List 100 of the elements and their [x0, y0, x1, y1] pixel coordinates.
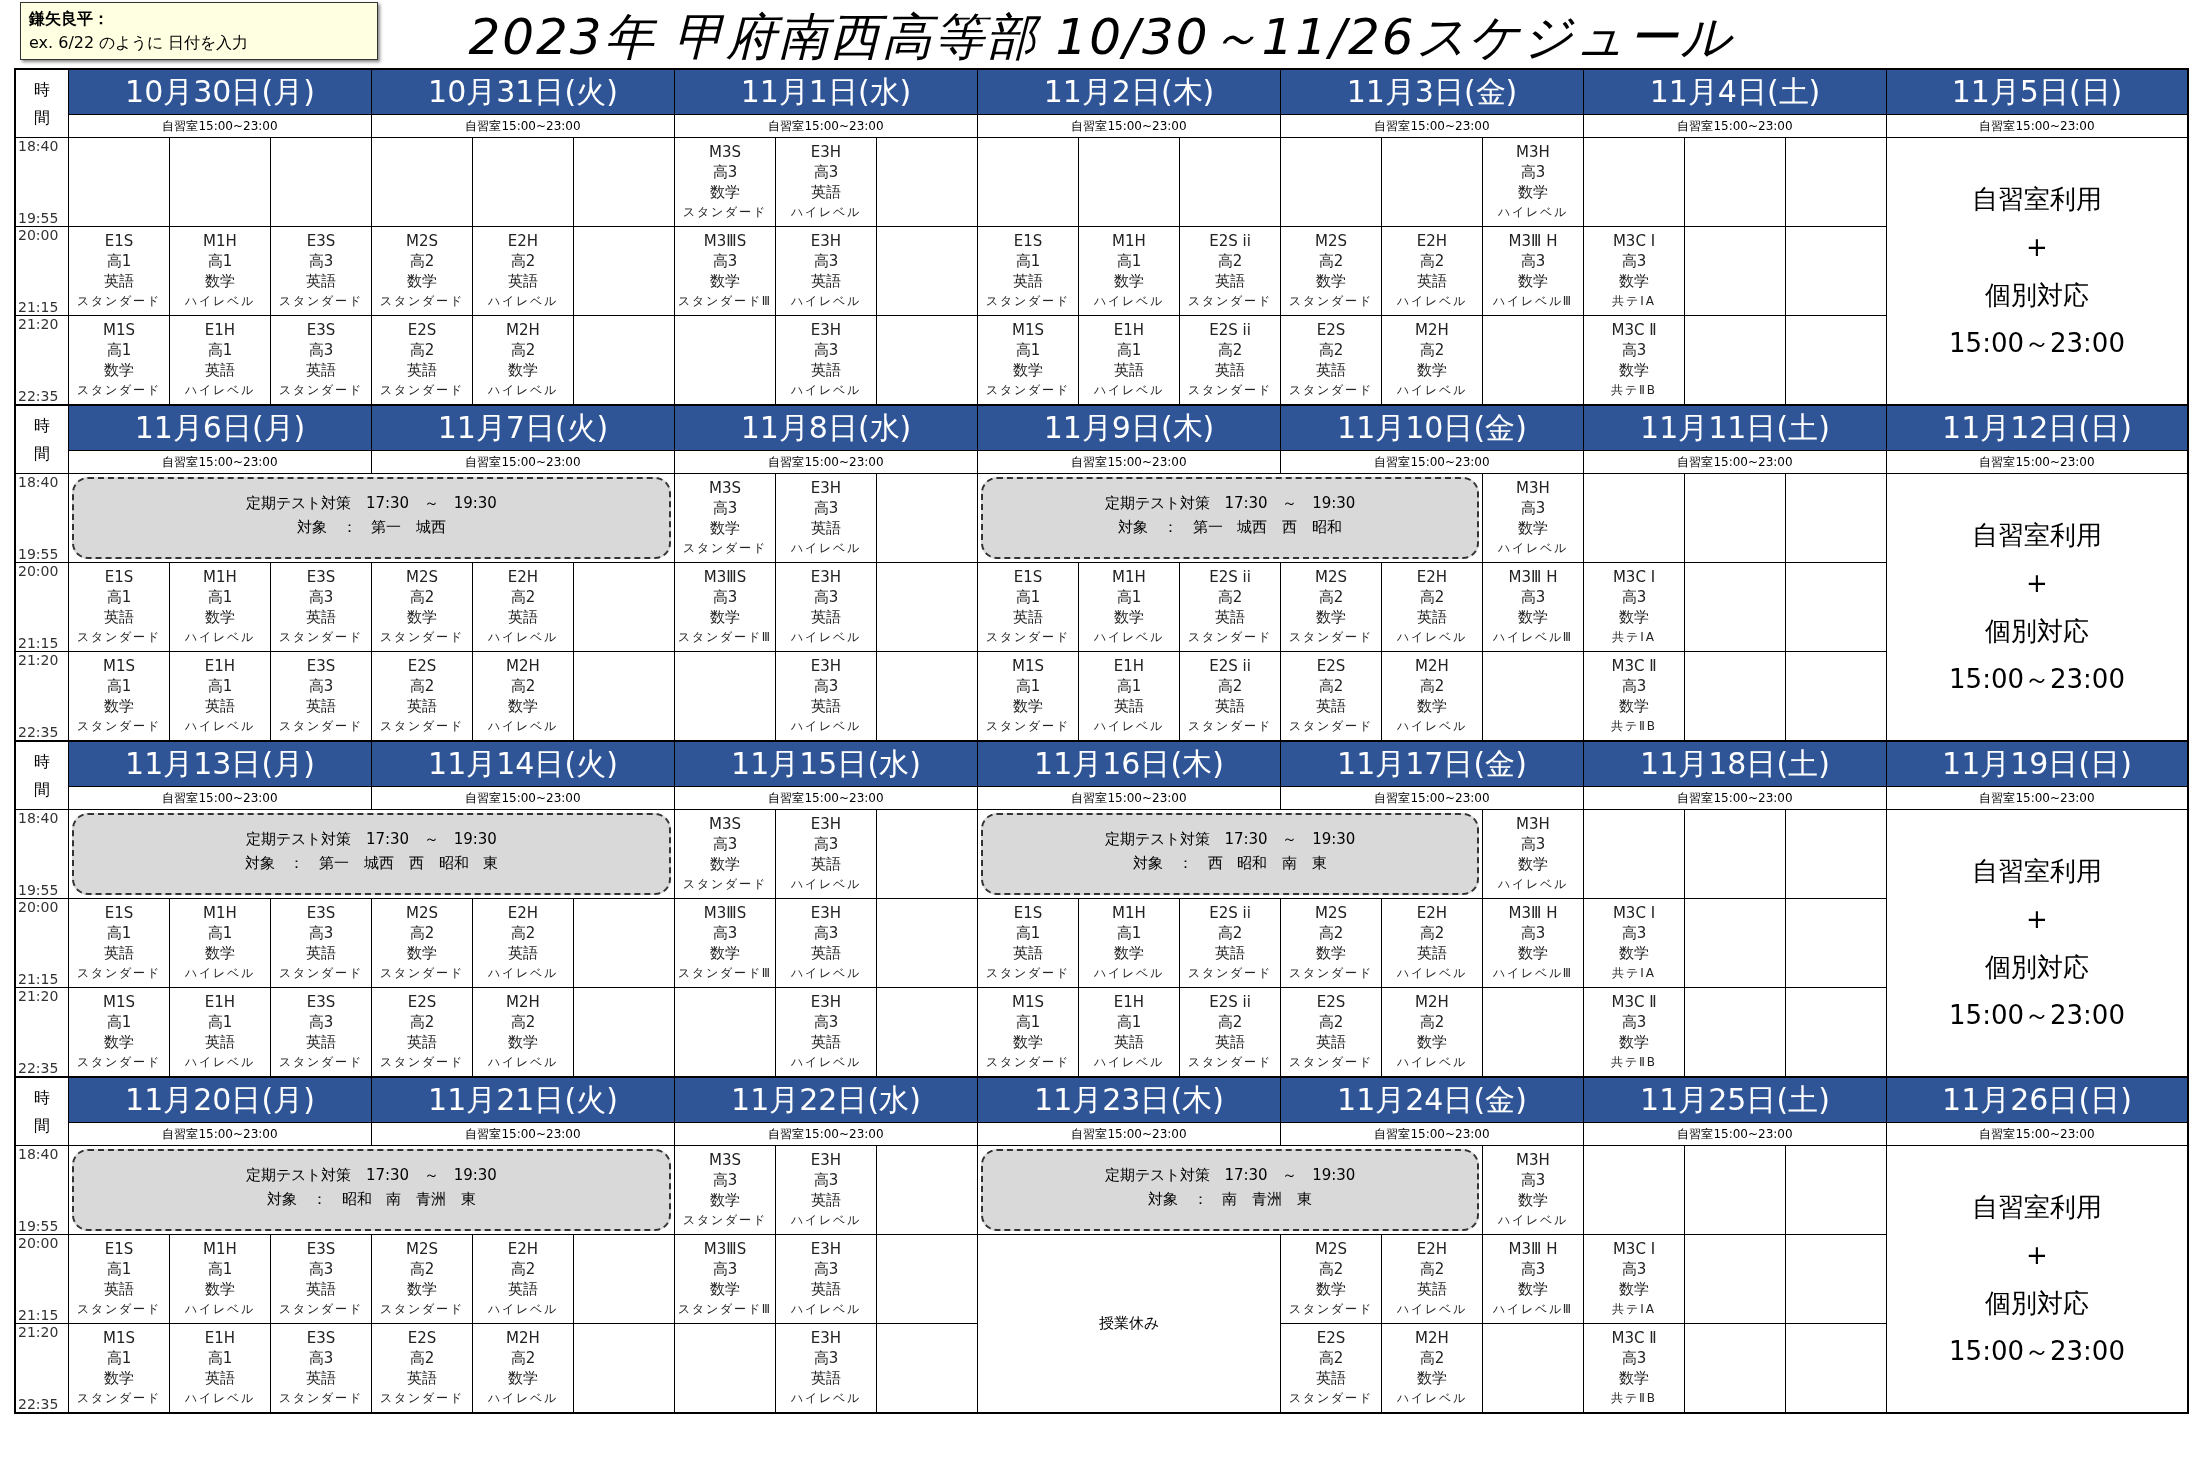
end-time: 21:15 — [18, 635, 59, 651]
study-room-hours: 自習室15:00~23:00 — [1584, 1123, 1886, 1145]
grade-label: 高1 — [1116, 340, 1142, 360]
class-code: M2H — [1415, 992, 1449, 1012]
level-label: スタンダード — [380, 718, 464, 735]
class-code: M3C Ⅱ — [1611, 320, 1657, 340]
level-label: スタンダード — [1289, 718, 1373, 735]
level-label: スタンダード — [1188, 293, 1272, 310]
grade-label: 高2 — [1217, 251, 1243, 271]
level-label: スタンダード — [279, 965, 363, 982]
class-code: M3Ⅲ H — [1508, 903, 1558, 923]
subject-label: 英語 — [306, 943, 336, 963]
class-code: M1S — [103, 1328, 135, 1348]
grade-label: 高3 — [1621, 340, 1647, 360]
class-code: M2H — [506, 320, 540, 340]
subject-label: 数学 — [1619, 607, 1649, 627]
study-room-hours: 自習室15:00~23:00 — [978, 787, 1280, 809]
subject-label: 英語 — [1215, 696, 1245, 716]
level-label: ハイレベル — [1094, 1054, 1164, 1071]
level-label: スタンダード — [1289, 382, 1373, 399]
class-code: E3H — [810, 231, 842, 251]
box-heading: 定期テスト対策 17:30 ～ 19:30 — [246, 829, 497, 850]
level-label: スタンダード — [279, 293, 363, 310]
subject-label: 英語 — [104, 943, 134, 963]
grade-label: 高3 — [308, 587, 334, 607]
study-room-hours: 自習室15:00~23:00 — [372, 1123, 674, 1145]
level-label: ハイレベルⅢ — [1492, 293, 1574, 310]
start-time: 20:00 — [18, 899, 59, 915]
class-code: E3H — [810, 992, 842, 1012]
level-label: スタンダード — [1188, 629, 1272, 646]
subject-label: 数学 — [1013, 696, 1043, 716]
level-label: ハイレベル — [488, 1390, 558, 1407]
subject-label: 数学 — [710, 854, 740, 874]
class-code: E2S — [407, 1328, 437, 1348]
subject-label: 英語 — [1417, 271, 1447, 291]
class-code: E1H — [204, 320, 236, 340]
subject-label: 数学 — [1619, 696, 1649, 716]
grade-label: 高2 — [510, 251, 536, 271]
grade-label: 高2 — [1318, 1012, 1344, 1032]
end-time: 21:15 — [18, 1307, 59, 1323]
level-label: ハイレベル — [1094, 293, 1164, 310]
subject-label: 数学 — [1619, 1032, 1649, 1052]
subject-label: 英語 — [811, 518, 841, 538]
level-label: ハイレベル — [791, 204, 861, 221]
subject-label: 数学 — [508, 1032, 538, 1052]
level-label: ハイレベル — [1397, 629, 1467, 646]
class-code: M3ⅢS — [703, 567, 747, 587]
subject-label: 英語 — [104, 271, 134, 291]
level-label: 共テⅡB — [1610, 1390, 1658, 1407]
sunday-note: 自習室利用 — [1972, 855, 2102, 888]
subject-label: 英語 — [1417, 1279, 1447, 1299]
class-code: M3H — [1516, 478, 1550, 498]
level-label: 共テⅡB — [1610, 1054, 1658, 1071]
sunday-note: + — [2026, 1239, 2048, 1272]
class-code: M2S — [406, 231, 438, 251]
study-room-hours: 自習室15:00~23:00 — [1584, 787, 1886, 809]
level-label: ハイレベル — [185, 293, 255, 310]
study-room-hours: 自習室15:00~23:00 — [675, 787, 977, 809]
class-code: M1S — [1012, 992, 1044, 1012]
grade-label: 高3 — [1520, 1170, 1546, 1190]
class-code: M3C Ⅱ — [1611, 656, 1657, 676]
class-code: E2S ii — [1209, 992, 1251, 1012]
class-code: E2S — [1316, 1328, 1346, 1348]
subject-label: 数学 — [104, 1368, 134, 1388]
level-label: スタンダード — [683, 204, 767, 221]
start-time: 18:40 — [18, 474, 59, 490]
class-code: E2S — [1316, 992, 1346, 1012]
subject-label: 英語 — [1215, 271, 1245, 291]
class-code: M3H — [1516, 142, 1550, 162]
level-label: 共テⅡB — [1610, 382, 1658, 399]
start-time: 21:20 — [18, 652, 59, 668]
grade-label: 高2 — [1419, 676, 1445, 696]
grade-label: 高2 — [510, 587, 536, 607]
level-label: スタンダード — [1188, 1054, 1272, 1071]
grade-label: 高1 — [1015, 587, 1041, 607]
class-code: E1H — [1113, 656, 1145, 676]
sunday-note: 15:00～23:00 — [1949, 663, 2125, 696]
level-label: スタンダード — [380, 1054, 464, 1071]
date-header: 11月15日(水) — [675, 742, 977, 786]
date-header: 11月22日(水) — [675, 1078, 977, 1122]
subject-label: 数学 — [508, 1368, 538, 1388]
subject-label: 英語 — [1316, 1032, 1346, 1052]
box-heading: 定期テスト対策 17:30 ～ 19:30 — [1104, 829, 1356, 850]
class-code: E1S — [104, 231, 134, 251]
date-header: 11月8日(水) — [675, 406, 977, 450]
grade-label: 高3 — [308, 251, 334, 271]
subject-label: 数学 — [1518, 518, 1548, 538]
grade-label: 高2 — [409, 923, 435, 943]
level-label: スタンダードⅢ — [677, 965, 773, 982]
level-label: スタンダード — [380, 965, 464, 982]
grade-label: 高2 — [1419, 251, 1445, 271]
subject-label: 英語 — [1013, 607, 1043, 627]
class-code: E2S — [407, 992, 437, 1012]
grade-label: 高1 — [207, 1012, 233, 1032]
study-room-hours: 自習室15:00~23:00 — [1584, 451, 1886, 473]
grade-label: 高2 — [1318, 923, 1344, 943]
grade-label: 高1 — [207, 1259, 233, 1279]
sunday-note: 自習室利用 — [1972, 519, 2102, 552]
study-room-hours: 自習室15:00~23:00 — [1281, 1123, 1583, 1145]
subject-label: 英語 — [306, 1368, 336, 1388]
